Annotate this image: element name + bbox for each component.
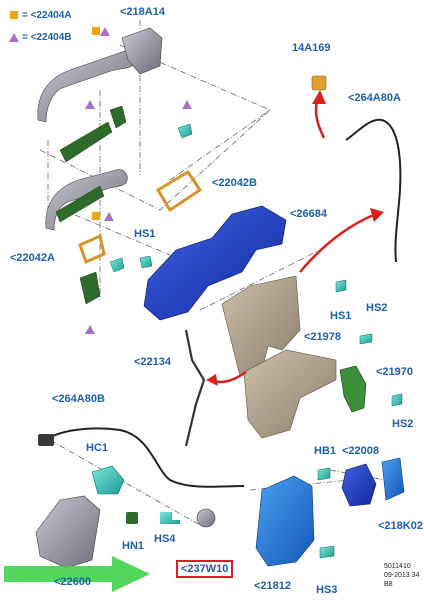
legend-triangle-label: = <22404B bbox=[22, 32, 72, 43]
reference-date: 09-2013 34 bbox=[384, 572, 420, 579]
screw-HS4 bbox=[160, 512, 180, 524]
motion-arrowheads bbox=[206, 90, 384, 386]
label-21970: <21970 bbox=[376, 366, 414, 378]
label-HN1: HN1 bbox=[122, 540, 145, 552]
label-218K02: <218K02 bbox=[378, 520, 423, 532]
housing-22600 bbox=[35, 495, 101, 569]
teal-screws bbox=[109, 123, 403, 559]
label-14A169: 14A169 bbox=[292, 42, 331, 54]
label-HS4: HS4 bbox=[154, 533, 176, 545]
label-HS2-a: HS2 bbox=[366, 302, 388, 314]
cable-264A80B bbox=[45, 427, 245, 488]
label-264A80A: <264A80A bbox=[348, 92, 401, 104]
bracket-21978-lower bbox=[243, 349, 337, 439]
plate-218K02 bbox=[381, 457, 405, 501]
label-HC1: HC1 bbox=[86, 442, 109, 454]
clip-14A169 bbox=[311, 75, 327, 91]
label-22042B: <22042B bbox=[212, 177, 257, 189]
orange-gaskets bbox=[78, 169, 203, 265]
marker-square-icon bbox=[92, 27, 100, 35]
label-237W10: <237W10 bbox=[176, 560, 234, 578]
legend-triangle-icon bbox=[9, 33, 19, 42]
label-21978: <21978 bbox=[304, 331, 342, 343]
reference-block: 5011410 09-2013 34 B8 bbox=[384, 562, 419, 589]
green-seals bbox=[55, 105, 127, 305]
label-22042A: <22042A bbox=[10, 252, 55, 264]
label-HS3: HS3 bbox=[316, 584, 338, 596]
legend-square-icon bbox=[10, 11, 18, 19]
reinforcement-26684 bbox=[143, 205, 287, 321]
label-22008: <22008 bbox=[342, 445, 380, 457]
label-26684: <26684 bbox=[290, 208, 328, 220]
label-HS1-a: HS1 bbox=[134, 228, 156, 240]
label-21812: <21812 bbox=[254, 580, 292, 592]
marker-triangle-icon bbox=[182, 100, 192, 109]
marker-triangle-icon bbox=[85, 325, 95, 334]
highlight-arrow bbox=[4, 556, 150, 592]
connector-264A80B bbox=[38, 434, 54, 446]
label-HB1: HB1 bbox=[314, 445, 337, 457]
striker-22008 bbox=[341, 463, 377, 507]
marker-square-icon bbox=[92, 212, 100, 220]
reference-number: 5011410 bbox=[384, 563, 411, 570]
label-218A14: <218A14 bbox=[120, 6, 165, 18]
rod-22134 bbox=[184, 329, 206, 447]
marker-triangle-icon bbox=[85, 100, 95, 109]
actuator-HC1 bbox=[91, 465, 125, 495]
label-264A80B: <264A80B bbox=[52, 393, 105, 405]
cable-264A80A bbox=[345, 118, 402, 263]
outer-handle-lower bbox=[45, 169, 128, 231]
marker-triangle-icon bbox=[100, 27, 110, 36]
label-22134: <22134 bbox=[134, 356, 172, 368]
latch-21812 bbox=[255, 475, 315, 567]
label-22600: <22600 bbox=[54, 576, 92, 588]
nut-HN1 bbox=[126, 512, 138, 524]
legend-square-label: = <22404A bbox=[22, 10, 72, 21]
cap-237W10 bbox=[196, 508, 216, 528]
marker-triangle-icon bbox=[104, 212, 114, 221]
label-HS2-b: HS2 bbox=[392, 418, 414, 430]
bracket-21970 bbox=[339, 365, 367, 413]
outer-handle-upper bbox=[37, 27, 163, 123]
reference-sheet: B8 bbox=[384, 581, 393, 588]
label-HS1-b: HS1 bbox=[330, 310, 352, 322]
